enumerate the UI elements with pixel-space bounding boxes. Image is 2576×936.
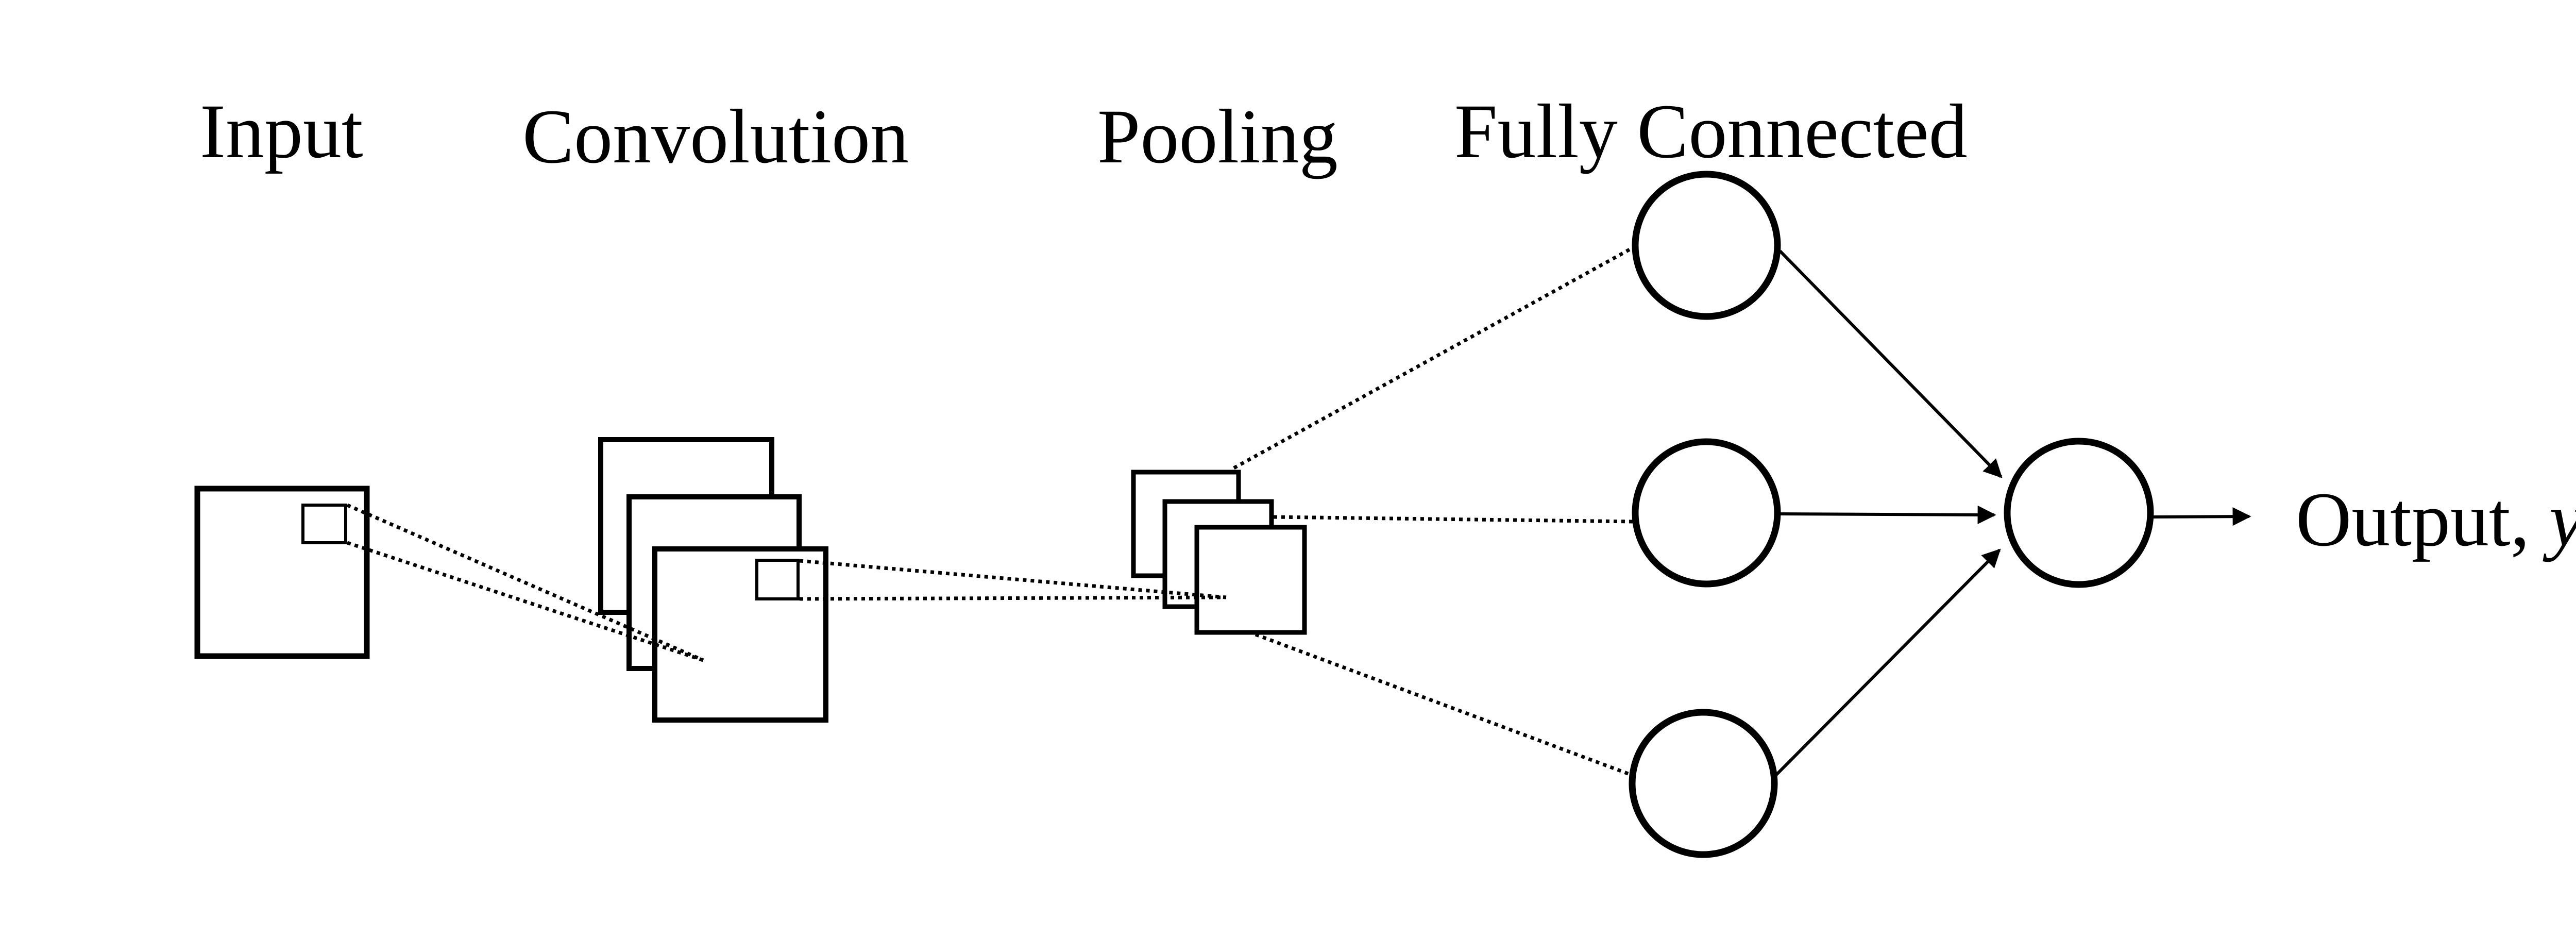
link-conv-patch-to-pool-top bbox=[799, 559, 1227, 599]
label-pooling: Pooling bbox=[1097, 94, 1338, 179]
arrow-output-to-label bbox=[2150, 507, 2251, 526]
fc-neuron-1 bbox=[1632, 171, 1781, 320]
link-pool-to-fc-neuron-1 bbox=[1233, 244, 1636, 470]
label-convolution: Convolution bbox=[522, 94, 909, 179]
link-input-patch-to-conv-bottom bbox=[346, 541, 704, 662]
input-square bbox=[194, 486, 370, 659]
fc-neuron-2 bbox=[1632, 438, 1781, 588]
label-output-variable: y bbox=[2543, 477, 2576, 562]
arrow-fc2-to-output bbox=[1778, 505, 1996, 524]
link-input-patch-to-conv-top bbox=[346, 503, 704, 662]
link-pool-to-fc-neuron-2 bbox=[1273, 515, 1635, 524]
arrow-fc1-to-output bbox=[1778, 249, 2003, 478]
link-conv-patch-to-pool-bottom bbox=[799, 595, 1227, 601]
pooling-map-front bbox=[1194, 525, 1307, 635]
label-input: Input bbox=[200, 89, 363, 174]
arrow-fc3-to-output bbox=[1773, 548, 2001, 778]
conv-feature-map-front bbox=[652, 546, 828, 723]
conv-receptive-field bbox=[755, 559, 800, 600]
link-pool-to-fc-neuron-3 bbox=[1255, 632, 1633, 777]
label-output: Output, bbox=[2296, 477, 2530, 562]
output-neuron bbox=[2004, 438, 2154, 588]
fc-neuron-3 bbox=[1629, 709, 1778, 858]
input-receptive-field bbox=[301, 504, 347, 544]
label-fully-connected: Fully Connected bbox=[1454, 89, 1968, 174]
